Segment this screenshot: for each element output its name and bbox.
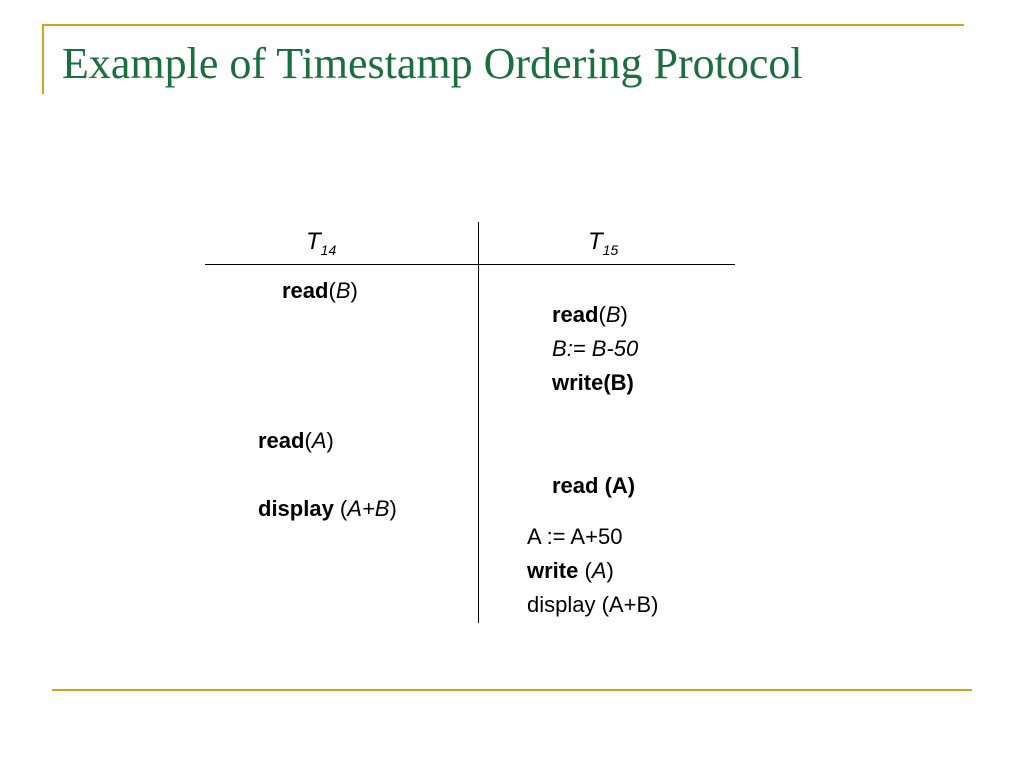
bottom-border	[52, 689, 972, 691]
column-divider	[478, 222, 479, 623]
t15-read-b: read(B)	[552, 302, 628, 327]
header-t15: T15	[588, 228, 619, 258]
left-border	[42, 24, 44, 94]
top-border	[42, 24, 964, 26]
t15-assign-b: B:= B-50	[552, 336, 639, 361]
t14-read-a: read(A)	[258, 428, 334, 453]
header-t14: T14	[306, 228, 337, 258]
t15-write-a: write (A)	[527, 558, 614, 583]
slide-title: Example of Timestamp Ordering Protocol	[62, 39, 803, 88]
t14-read-b: read(B)	[282, 278, 358, 303]
t15-display: display (A+B)	[527, 592, 659, 617]
t15-write-b: write(B)	[552, 370, 634, 395]
t15-assign-a: A := A+50	[527, 524, 623, 549]
t14-display: display (A+B)	[258, 496, 397, 521]
table-header-divider	[205, 264, 735, 265]
t15-read-a: read (A)	[552, 473, 636, 498]
